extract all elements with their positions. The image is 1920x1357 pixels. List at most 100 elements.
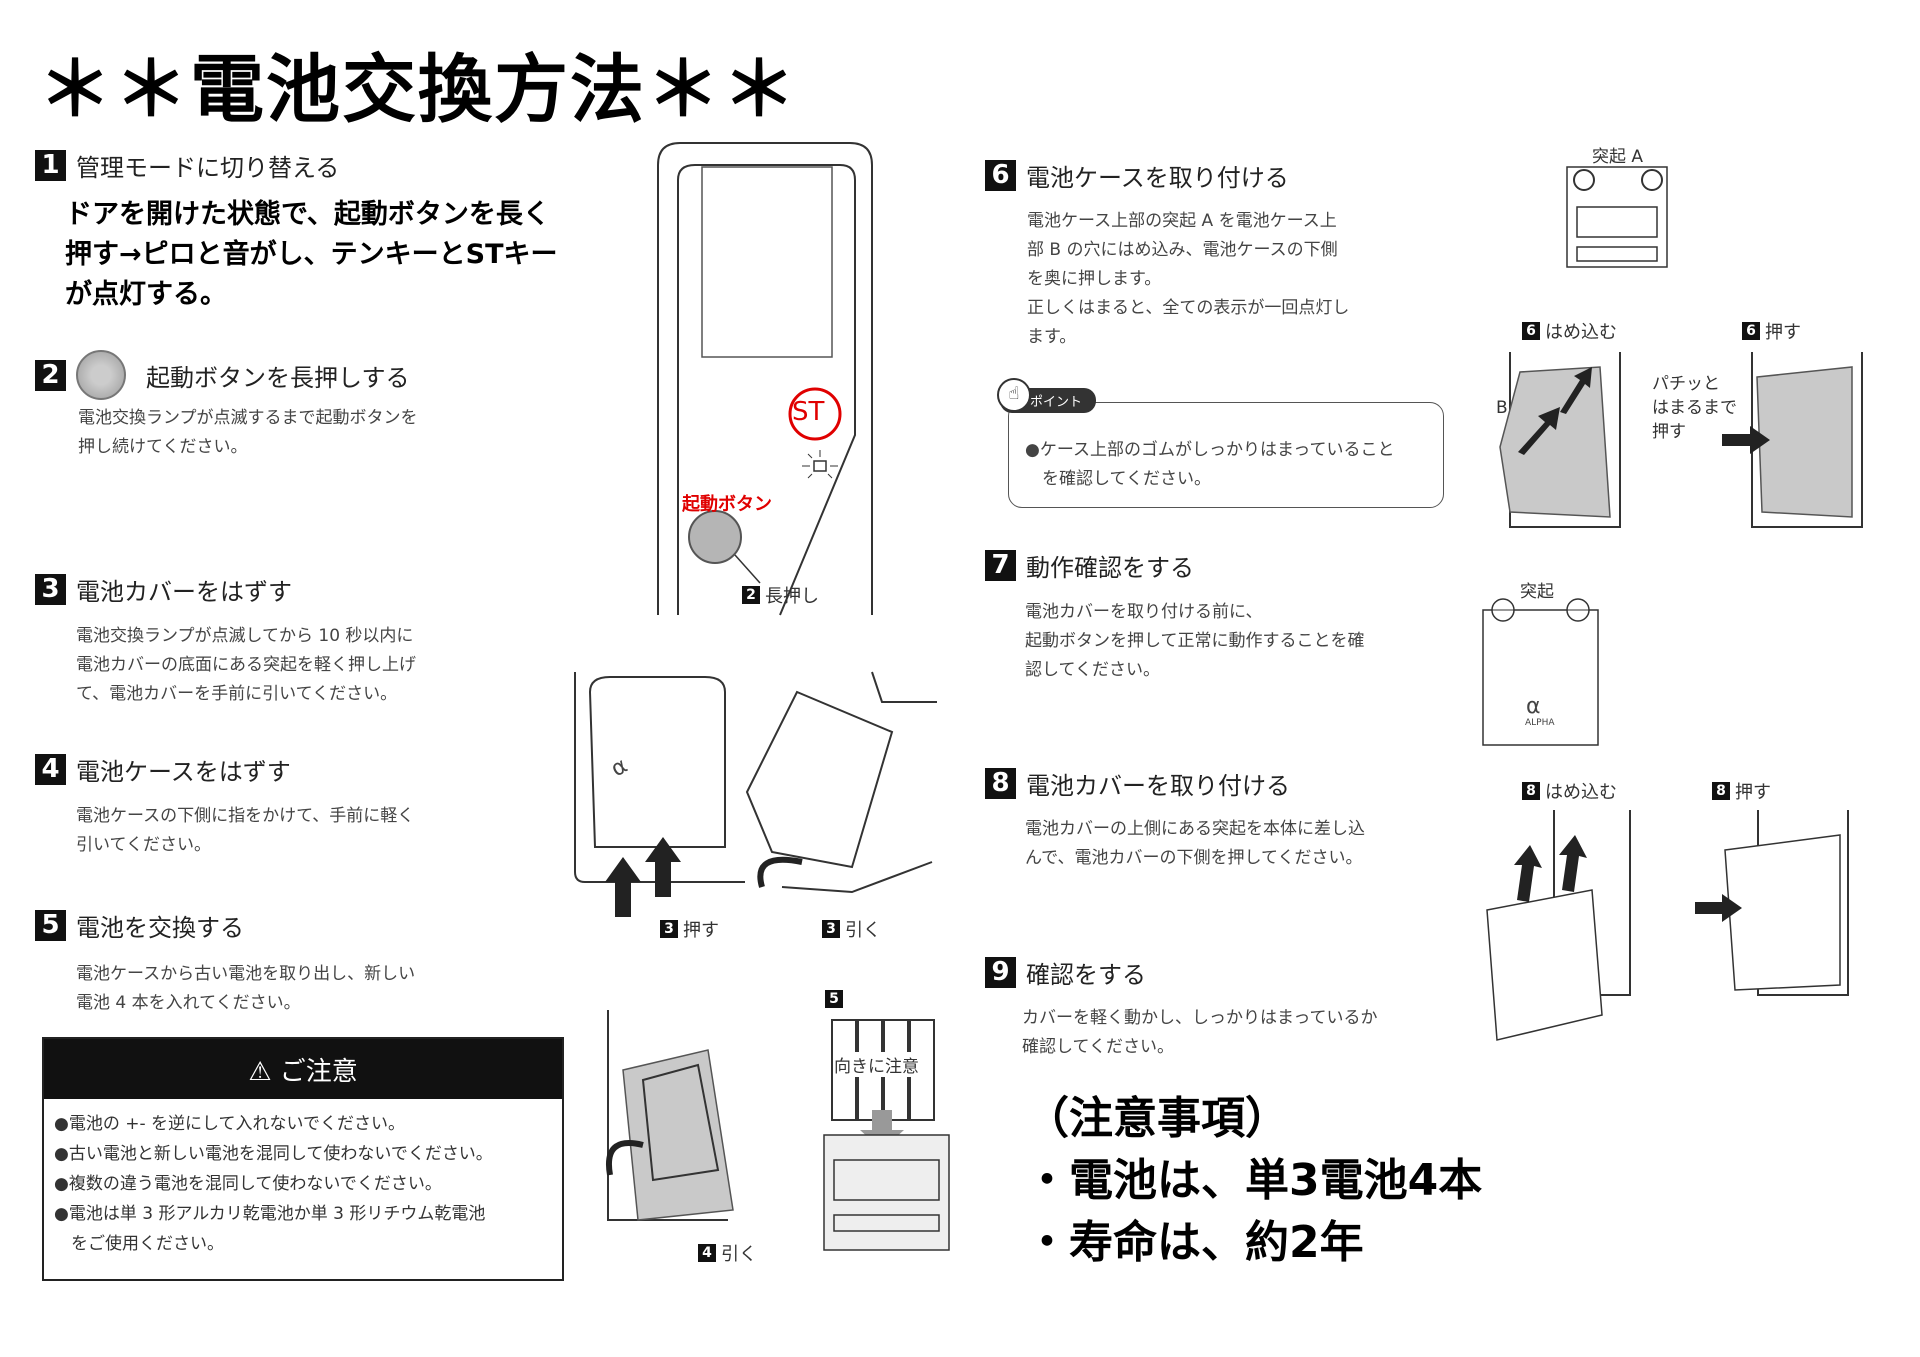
push6-text: 押す — [1765, 322, 1801, 343]
arrow-right-icon — [1722, 426, 1770, 454]
step-1-heading: 1 管理モードに切り替える — [35, 148, 339, 183]
step-9-number: 9 — [985, 957, 1016, 988]
step-3-body: 電池交換ランプが点滅してから 10 秒以内に 電池カバーの底面にある突起を軽く押… — [76, 626, 416, 704]
fit6-text: はめ込む — [1545, 322, 1617, 343]
final-note-heading: （注意事項） — [1025, 1093, 1289, 1144]
lamp-icon — [802, 450, 838, 479]
step-8-body: 電池カバーの上側にある突起を本体に差し込 んで、電池カバーの下側を押してください… — [1025, 819, 1365, 868]
step-3-heading: 3 電池カバーをはずす — [35, 572, 292, 607]
step-1-number: 1 — [35, 150, 66, 181]
fig5-num: 5 — [825, 990, 843, 1008]
curved-arrow-icon — [606, 1140, 644, 1176]
b-label: B — [1496, 398, 1508, 418]
pull4-text: 引く — [721, 1244, 757, 1265]
step-5-number: 5 — [35, 910, 66, 941]
caution-item: ●電池の +- を逆にして入れないでください。 — [54, 1114, 405, 1134]
step-3-number: 3 — [35, 574, 66, 605]
fit8-text: はめ込む — [1545, 782, 1617, 803]
fit-caption-8: 8 はめ込む — [1522, 778, 1617, 804]
step-1-note: ドアを開けた状態で、起動ボタンを長く 押す→ピロと音がし、テンキーとSTキー が… — [65, 199, 558, 310]
step-6-title: 電池ケースを取り付ける — [1026, 164, 1289, 192]
orientation-label: 向きに注意 — [834, 1052, 919, 1077]
fig-battery-orientation — [823, 1019, 950, 1251]
page-title: ＊＊電池交換方法＊＊ — [38, 47, 798, 133]
push-caption-8: 8 押す — [1712, 778, 1771, 804]
step-2-title: 起動ボタンを長押しする — [146, 363, 410, 392]
st-label: ST — [792, 397, 825, 427]
long-press-num: 2 — [742, 586, 760, 604]
arrow-up-right-icon — [1560, 367, 1592, 414]
step-6-heading: 6 電池ケースを取り付ける — [985, 158, 1289, 193]
fig-cover-push-8 — [1695, 810, 1849, 996]
arrow-up-right-icon — [1518, 407, 1560, 455]
step-3-title: 電池カバーをはずす — [76, 578, 292, 606]
lock-front-figure — [657, 142, 873, 616]
pull3-text: 引く — [845, 920, 881, 941]
protrusion-label: 突起 — [1520, 582, 1554, 602]
caution-box: ⚠ ご注意 ●電池の +- を逆にして入れないでください。 ●古い電池と新しい電… — [42, 1037, 564, 1281]
lock-outline — [657, 142, 873, 615]
step-4-body: 電池ケースの下側に指をかけて、手前に軽く 引いてください。 — [76, 806, 415, 855]
long-press-caption: 2 長押し — [742, 582, 819, 608]
final-note-lifespan: ・寿命は、約2年 — [1025, 1217, 1364, 1268]
push-caption-6: 6 押す — [1742, 318, 1801, 344]
push-caption-3: 3 押す — [660, 916, 719, 942]
cover-logo-icon: α — [1526, 694, 1541, 719]
step-2-number: 2 — [35, 359, 66, 391]
logo-text: ALPHA — [1525, 718, 1555, 728]
arrow-up-icon — [1514, 845, 1542, 902]
point-text: ●ケース上部のゴムがしっかりはまっていること を確認してください。 — [1025, 440, 1395, 489]
push8-num: 8 — [1712, 782, 1730, 800]
step-9-heading: 9 確認をする — [985, 955, 1146, 990]
protrusion-a-label: 突起 A — [1592, 147, 1644, 167]
step-5-body: 電池ケースから古い電池を取り出し、新しい 電池 4 本を入れてください。 — [76, 964, 416, 1013]
step-5-title: 電池を交換する — [76, 914, 244, 942]
step-7-heading: 7 動作確認をする — [985, 548, 1194, 583]
step-8-heading: 8 電池カバーを取り付ける — [985, 766, 1290, 801]
fit6-num: 6 — [1522, 322, 1540, 340]
final-note-battery: ・電池は、単3電池4本 — [1025, 1155, 1483, 1206]
step-4-title: 電池ケースをはずす — [76, 758, 291, 786]
caution-item: ●古い電池と新しい電池を混同して使わないでください。 — [54, 1144, 493, 1164]
step-2-heading: 2 起動ボタンを長押しする — [35, 350, 410, 400]
step-5-heading: 5 電池を交換する — [35, 908, 244, 943]
fig-case-top — [1566, 166, 1668, 268]
step-1-title: 管理モードに切り替える — [76, 154, 340, 182]
snap-note: パチッと はまるまで 押す — [1652, 374, 1737, 442]
fig-cover-insert — [1486, 810, 1631, 1041]
point-box — [1008, 402, 1444, 508]
step-7-number: 7 — [985, 550, 1016, 581]
curved-arrow-icon — [757, 856, 803, 888]
step-6-body: 電池ケース上部の突起 A を電池ケース上 部 B の穴にはめ込み、電池ケースの下… — [1027, 211, 1350, 347]
caution-item: をご使用ください。 — [54, 1234, 224, 1254]
arrow-up-icon — [605, 857, 641, 917]
final-note: （注意事項） ・電池は、単3電池4本 ・寿命は、約2年 — [1025, 1088, 1482, 1274]
step-8-title: 電池カバーを取り付ける — [1026, 772, 1290, 800]
step-7-body: 電池カバーを取り付ける前に、 起動ボタンを押して正常に動作することを確 認してく… — [1025, 602, 1365, 680]
pull-caption-4: 4 引く — [698, 1240, 757, 1266]
lock-inner-outline — [677, 164, 856, 616]
caution-item: ●電池は単 3 形アルカリ乾電池か単 3 形リチウム乾電池 — [54, 1204, 486, 1224]
display-panel — [701, 166, 833, 358]
pointing-hand-icon: ☝ — [997, 378, 1031, 412]
fig-cover-push: α — [574, 672, 745, 917]
push3-num: 3 — [660, 920, 678, 938]
caution-item: ●複数の違う電池を混同して使わないでください。 — [54, 1174, 442, 1194]
step-6-number: 6 — [985, 160, 1016, 191]
caution-list: ●電池の +- を逆にして入れないでください。 ●古い電池と新しい電池を混同して… — [44, 1099, 562, 1259]
step-2-body: 電池交換ランプが点滅するまで起動ボタンを 押し続けてください。 — [78, 408, 418, 457]
step-9-body: カバーを軽く動かし、しっかりはまっているか 確認してください。 — [1022, 1008, 1378, 1057]
step-4-heading: 4 電池ケースをはずす — [35, 752, 291, 787]
st-circle-marker — [788, 387, 842, 441]
fig-cover-pull — [745, 671, 937, 894]
start-button-icon — [76, 350, 126, 400]
pull-caption-3: 3 引く — [822, 916, 881, 942]
long-press-text: 長押し — [765, 586, 819, 607]
arrow-up-icon — [645, 837, 681, 897]
fig-cover-top: α — [1482, 598, 1599, 746]
start-button-drawing — [688, 510, 742, 564]
fig-case-pull — [606, 1010, 734, 1221]
fig5-label: 5 — [825, 988, 848, 1008]
fit8-num: 8 — [1522, 782, 1540, 800]
pull3-num: 3 — [822, 920, 840, 938]
